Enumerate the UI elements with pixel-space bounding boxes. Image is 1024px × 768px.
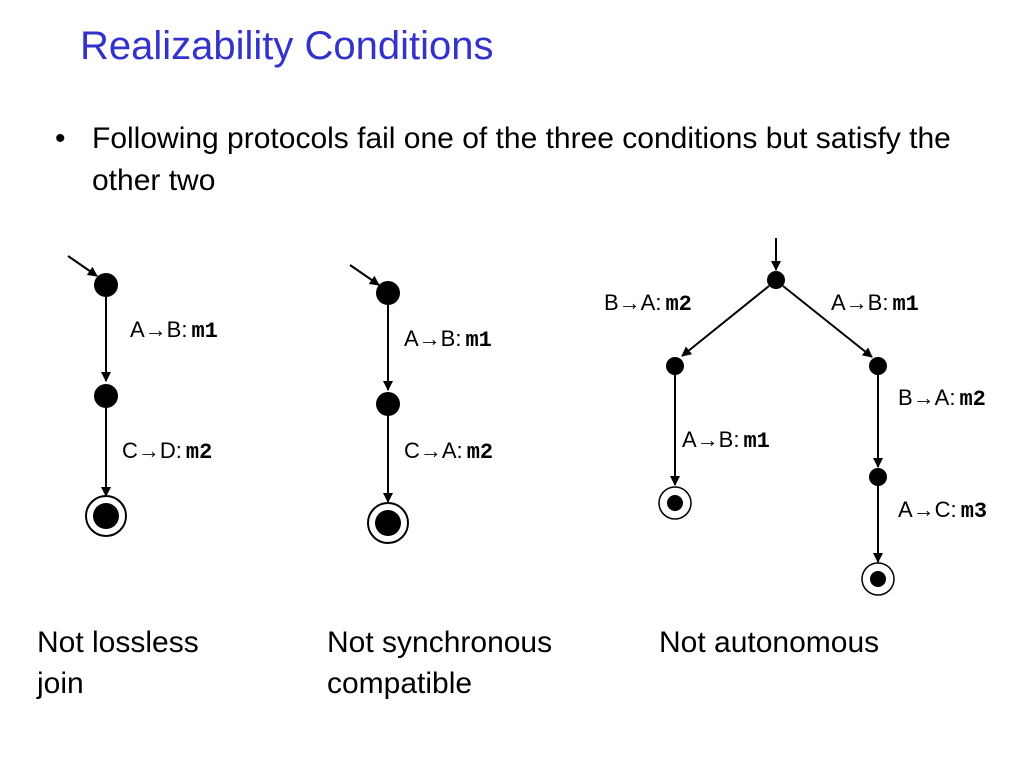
state <box>376 392 400 416</box>
state <box>869 468 887 486</box>
state <box>869 357 887 375</box>
state-final-ring <box>367 502 409 544</box>
caption-lossless-join: Not lossless join <box>37 622 199 704</box>
state-final-ring <box>861 562 895 596</box>
transition-label: C→D:m2 <box>122 438 212 465</box>
transition-action: B→A: <box>898 385 955 410</box>
protocol-diagram-synchronous: A→B:m1 C→A:m2 <box>349 264 493 544</box>
transition-label: A→B:m1 <box>831 290 919 317</box>
transition-action: C→D: <box>122 438 182 463</box>
transition-message: m2 <box>665 292 691 317</box>
caption-line: Not autonomous <box>659 626 880 659</box>
transition-action: A→B: <box>682 427 739 452</box>
protocol-diagram-lossless: A→B:m1 C→D:m2 <box>67 255 218 537</box>
transition-label: C→A:m2 <box>404 438 493 465</box>
transition-label: B→A:m2 <box>604 290 692 317</box>
slide-title: Realizability Conditions <box>80 24 494 68</box>
caption-line: join <box>37 667 84 700</box>
transition-action: C→A: <box>404 438 463 463</box>
transition-message: m3 <box>961 499 987 524</box>
caption-line: Not synchronous <box>327 626 553 659</box>
transition-message: m1 <box>465 328 491 353</box>
transition-label: A→B:m1 <box>404 326 492 353</box>
state-final-ring <box>658 486 692 520</box>
caption-line: compatible <box>327 667 473 700</box>
transition-action: A→B: <box>130 317 187 342</box>
transition-action: A→C: <box>898 497 957 522</box>
bullet-text: Following protocols fail one of the thre… <box>92 122 951 197</box>
transition-label: A→B:m1 <box>682 427 770 454</box>
transition-message: m2 <box>186 440 212 465</box>
state-final <box>93 503 119 529</box>
caption-line: Not lossless <box>37 626 199 659</box>
state <box>666 357 684 375</box>
transition-message: m1 <box>892 292 918 317</box>
transition-action: A→B: <box>831 290 888 315</box>
bullet-symbol: • <box>55 122 66 155</box>
transition-action: A→B: <box>404 326 461 351</box>
transition-label: A→C:m3 <box>898 497 987 524</box>
transition-message: m1 <box>191 319 217 344</box>
transition-edge <box>681 285 770 357</box>
state-final <box>870 571 886 587</box>
state-initial <box>94 273 118 297</box>
transition-message: m2 <box>959 387 985 412</box>
transition-label: A→B:m1 <box>130 317 218 344</box>
state-initial <box>767 271 785 289</box>
transition-action: B→A: <box>604 290 661 315</box>
initial-arrow <box>67 255 98 277</box>
state-initial <box>376 281 400 305</box>
transition-label: B→A:m2 <box>898 385 986 412</box>
initial-arrow <box>349 264 380 286</box>
state <box>94 384 118 408</box>
transition-message: m2 <box>467 440 493 465</box>
protocol-diagram-autonomous: B→A:m2 A→B:m1 A→B:m1 B→A:m2 A→C:m3 <box>604 238 987 596</box>
transition-edge <box>782 285 873 358</box>
transition-message: m1 <box>743 429 769 454</box>
caption-synchronous-compatible: Not synchronous compatible <box>327 622 552 704</box>
state-final <box>667 495 683 511</box>
state-final-ring <box>85 495 127 537</box>
state-final <box>375 510 401 536</box>
caption-autonomous: Not autonomous <box>659 622 879 663</box>
